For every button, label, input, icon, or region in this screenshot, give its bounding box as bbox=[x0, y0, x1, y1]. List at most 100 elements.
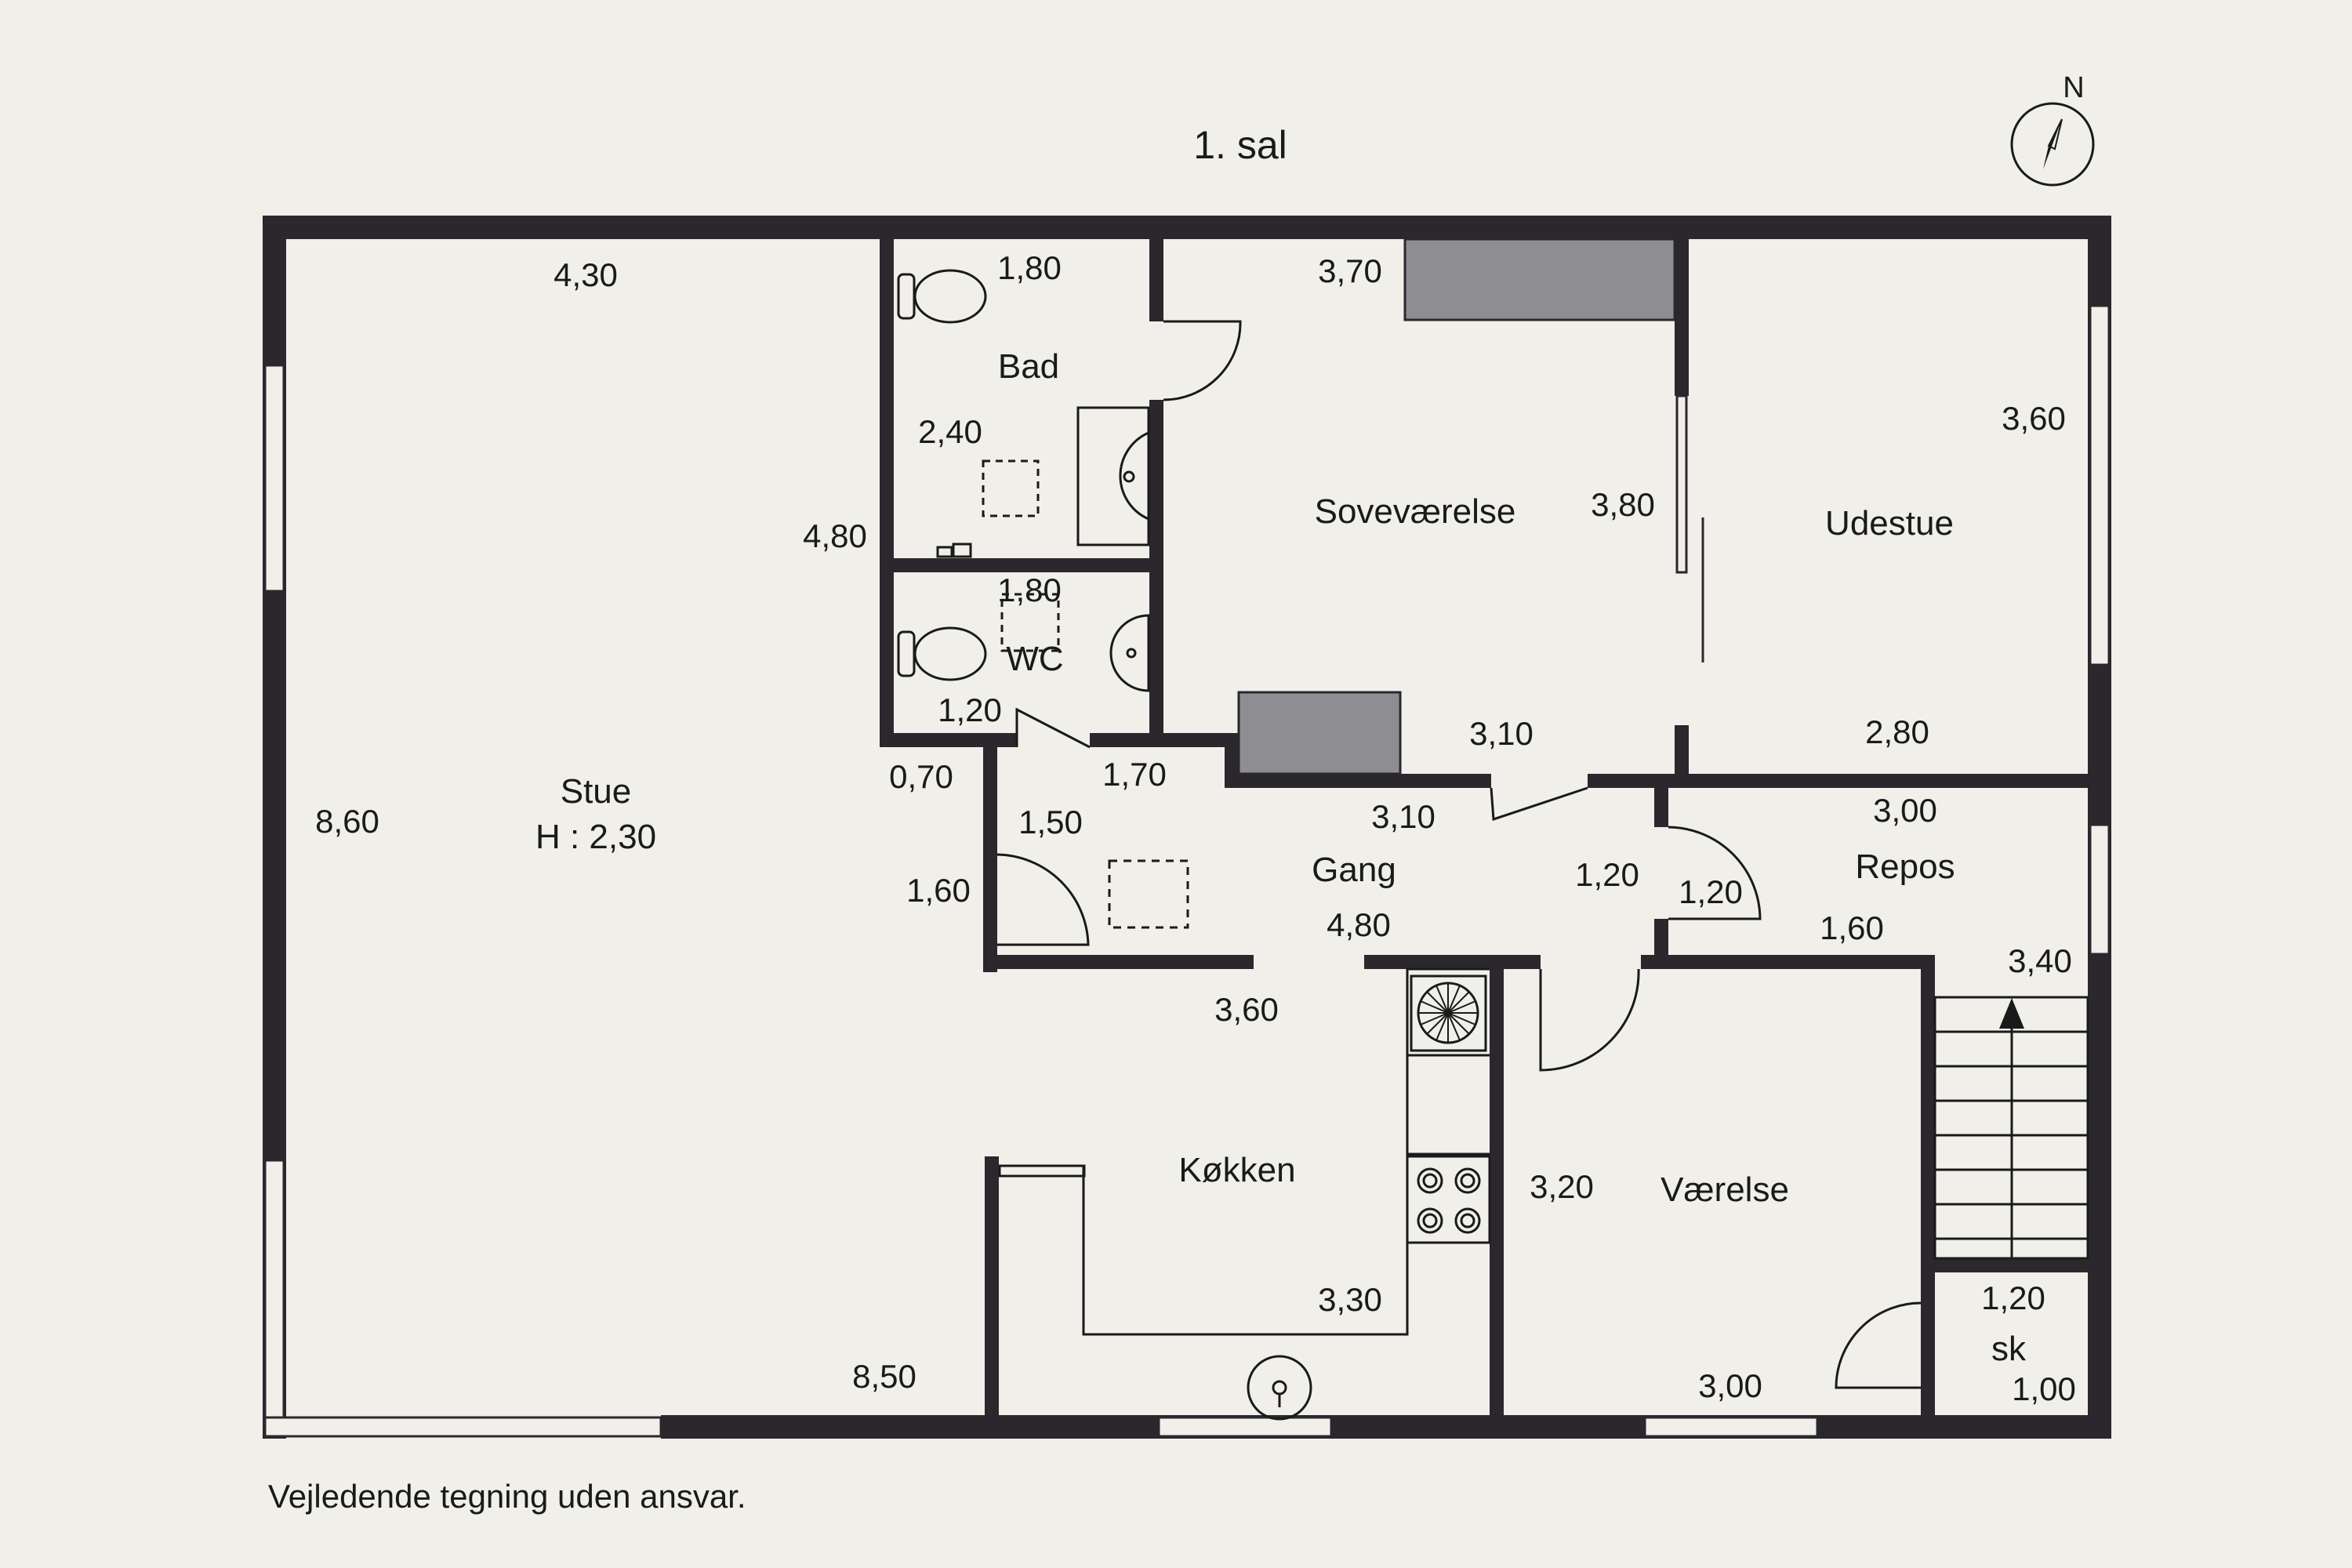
dimension-label: 0,70 bbox=[889, 758, 953, 795]
walls bbox=[263, 216, 2111, 1439]
compass-icon bbox=[2010, 102, 2095, 187]
door bbox=[1835, 1301, 1922, 1389]
dimension-label: 3,60 bbox=[1214, 991, 1279, 1028]
wardrobe bbox=[1237, 691, 1402, 775]
room-labels: Stue H : 2,30 Bad WC Soveværelse Udestue… bbox=[535, 347, 2027, 1368]
room-name: Gang bbox=[1312, 851, 1396, 889]
stairs bbox=[1933, 996, 2089, 1260]
wall bbox=[1225, 774, 1491, 788]
dimension-label: 4,80 bbox=[803, 517, 867, 554]
window bbox=[2089, 823, 2111, 956]
kitchen-counter bbox=[1000, 967, 1490, 1336]
room-name: Udestue bbox=[1825, 504, 1954, 543]
wall bbox=[1921, 955, 1935, 1425]
sink-icon bbox=[1247, 1355, 1312, 1421]
wall bbox=[880, 733, 1017, 747]
dimension-label: 3,10 bbox=[1469, 715, 1534, 752]
window bbox=[1157, 1416, 1333, 1438]
wall bbox=[1588, 774, 2097, 788]
wardrobe bbox=[1403, 238, 1676, 321]
wall bbox=[1675, 725, 1689, 788]
dimension-label: 8,60 bbox=[315, 803, 379, 840]
windows bbox=[263, 304, 2111, 1438]
door bbox=[1163, 320, 1242, 401]
window bbox=[263, 1159, 285, 1428]
room-name: Soveværelse bbox=[1315, 492, 1516, 531]
room-name: Køkken bbox=[1178, 1151, 1295, 1189]
door bbox=[1668, 826, 1762, 920]
room-height: H : 2,30 bbox=[535, 818, 656, 856]
dimension-label: 1,20 bbox=[938, 691, 1002, 728]
room-name: Stue bbox=[561, 772, 632, 811]
wall bbox=[880, 239, 894, 745]
dimension-label: 3,20 bbox=[1530, 1168, 1594, 1205]
sink-icon bbox=[1076, 406, 1150, 546]
wall bbox=[1654, 788, 1668, 827]
dimension-label: 1,80 bbox=[997, 572, 1062, 608]
dimension-label: 1,00 bbox=[2012, 1370, 2076, 1407]
floor-drain-icon bbox=[1108, 859, 1189, 929]
dimension-label: 1,20 bbox=[1575, 856, 1639, 893]
dimension-label: 1,80 bbox=[997, 249, 1062, 286]
dimension-label: 3,70 bbox=[1318, 252, 1382, 289]
dimension-label: 3,00 bbox=[1698, 1367, 1762, 1404]
dimension-label: 3,30 bbox=[1318, 1281, 1382, 1318]
extractor-fan-icon bbox=[1410, 975, 1487, 1052]
window bbox=[2089, 304, 2111, 666]
room-name: Værelse bbox=[1661, 1171, 1789, 1209]
stairs-arrow-icon bbox=[1999, 998, 2024, 1029]
floor-title: 1. sal bbox=[1193, 123, 1287, 167]
room-name: Repos bbox=[1855, 848, 1955, 886]
wall bbox=[661, 1415, 2111, 1439]
compass-north-label: N bbox=[2063, 71, 2084, 104]
dimension-label: 3,40 bbox=[2008, 942, 2072, 979]
window bbox=[263, 1416, 662, 1438]
wall bbox=[1090, 733, 1227, 747]
dimension-label: 3,00 bbox=[1873, 792, 1937, 829]
kitchen-counter bbox=[998, 1164, 1086, 1178]
wall bbox=[1364, 955, 1541, 969]
window bbox=[1675, 394, 1688, 574]
doors bbox=[996, 320, 1922, 1389]
dimension-label: 4,80 bbox=[1327, 906, 1391, 943]
dimension-label: 3,10 bbox=[1371, 798, 1436, 835]
dimension-label: 1,20 bbox=[1679, 873, 1743, 910]
door bbox=[996, 853, 1090, 946]
window bbox=[1643, 1416, 1819, 1438]
floor-drain-icon bbox=[1000, 593, 1060, 652]
wall bbox=[1675, 239, 1689, 396]
dimension-label: 1,60 bbox=[1820, 909, 1884, 946]
floor-drain-icon bbox=[982, 459, 1040, 517]
dimension-label: 1,70 bbox=[1102, 756, 1167, 793]
dimension-label: 3,80 bbox=[1591, 486, 1655, 523]
room-name: sk bbox=[1991, 1330, 2027, 1368]
disclaimer: Vejledende tegning uden ansvar. bbox=[268, 1478, 746, 1515]
wall bbox=[983, 747, 997, 947]
dimension-label: 3,60 bbox=[2002, 400, 2066, 437]
wall bbox=[983, 955, 1254, 969]
sink-icon bbox=[1109, 614, 1150, 692]
toilet-icon bbox=[897, 626, 987, 681]
tap-icon bbox=[936, 543, 972, 558]
room-name: Bad bbox=[998, 347, 1059, 386]
room-name: WC bbox=[1006, 640, 1063, 678]
dimension-labels: 4,30 1,80 3,70 3,60 2,40 4,80 3,80 1,80 … bbox=[315, 249, 2076, 1407]
dimension-label: 2,80 bbox=[1865, 713, 1929, 750]
dimension-label: 1,60 bbox=[906, 872, 971, 909]
dimension-label: 2,40 bbox=[918, 413, 982, 450]
wall bbox=[985, 1156, 999, 1427]
dimension-label: 4,30 bbox=[554, 256, 618, 293]
wall bbox=[1921, 1258, 2101, 1272]
dimension-label: 1,50 bbox=[1018, 804, 1083, 840]
door bbox=[1539, 968, 1640, 1072]
wall bbox=[880, 558, 1163, 572]
wall bbox=[1490, 955, 1504, 1425]
stove-icon bbox=[1417, 1167, 1481, 1234]
wall bbox=[1641, 955, 1931, 969]
dimension-label: 8,50 bbox=[852, 1358, 916, 1395]
door bbox=[1015, 707, 1091, 749]
toilet-icon bbox=[897, 269, 987, 324]
wall bbox=[1149, 239, 1163, 321]
fixtures bbox=[897, 269, 2089, 1421]
